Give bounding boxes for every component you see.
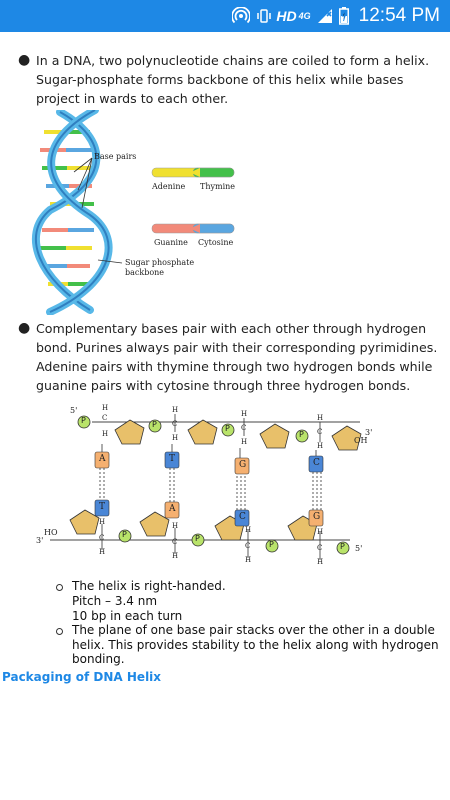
carbon-label: C: [245, 542, 251, 550]
sub-item-stacking-line3: bonding.: [72, 652, 125, 666]
sub-item-stacking-line1: The plane of one base pair stacks over t…: [72, 623, 435, 637]
vibrate-icon: [256, 8, 272, 24]
hydrogen-label: H: [317, 558, 324, 566]
paragraph-helix: In a DNA, two polynucleotide chains are …: [36, 53, 430, 106]
hydrogen-label: H: [99, 518, 106, 526]
carbon-label: C: [317, 428, 323, 436]
hydrogen-label: H: [102, 430, 109, 438]
bottom-base-1: T: [99, 502, 106, 512]
sub-item-helix-line2: Pitch – 3.4 nm: [72, 594, 158, 608]
label-backbone-line1: Sugar phosphate: [125, 258, 195, 267]
hydrogen-label: H: [317, 414, 324, 422]
top-base-2: T: [169, 454, 176, 464]
hydrogen-label: H: [99, 548, 106, 556]
status-bar: HD 4G 12:54 PM: [0, 0, 450, 32]
hydrogen-label: H: [172, 406, 179, 414]
label-thymine: Thymine: [200, 182, 236, 191]
label-ho: HO: [44, 528, 58, 537]
top-base-4: C: [313, 458, 320, 468]
sub-bullet-marker: [56, 628, 63, 635]
hydrogen-label: H: [317, 528, 324, 536]
hydrogen-label: H: [241, 438, 248, 446]
carbon-label: C: [99, 534, 105, 542]
top-base-3: G: [239, 460, 247, 470]
carbon-label: C: [241, 424, 247, 432]
phosphate-label: P: [195, 534, 200, 543]
section-title-packaging[interactable]: Packaging of DNA Helix: [2, 670, 162, 684]
label-guanine: Guanine: [154, 238, 188, 247]
clock-time: 12:54 PM: [358, 5, 440, 26]
network-type-label: HD: [276, 8, 297, 24]
label-oh: OH: [354, 436, 368, 445]
carbon-label: C: [172, 420, 178, 428]
label-3prime-top: 3': [365, 428, 373, 437]
dna-helix-figure: Base pairs Adenine Thymine Guanine Cytos…: [30, 106, 250, 316]
bottom-base-2: A: [169, 504, 176, 514]
hydrogen-label: H: [172, 434, 179, 442]
label-base-pairs: Base pairs: [94, 152, 137, 161]
label-5prime-bottom: 5': [355, 544, 363, 553]
phosphate-label: P: [152, 420, 157, 429]
sub-item-stacking-line2: helix. This provides stability to the he…: [72, 638, 439, 652]
hydrogen-label: H: [245, 526, 252, 534]
sub-item-helix-line1: The helix is right-handed.: [72, 579, 226, 593]
cell-signal-icon: [317, 8, 333, 24]
bullet-marker: ●: [18, 320, 31, 336]
bottom-base-4: G: [313, 512, 321, 522]
hydrogen-label: H: [245, 556, 252, 564]
sub-bullet-marker: [56, 584, 63, 591]
label-backbone-line2: backbone: [125, 268, 165, 277]
hydrogen-label: H: [317, 442, 324, 450]
carbon-label: C: [172, 538, 178, 546]
sub-item-helix-line3: 10 bp in each turn: [72, 609, 183, 623]
paragraph-base-pairing: Complementary bases pair with each other…: [36, 321, 438, 393]
phosphate-label: P: [225, 424, 230, 433]
phosphate-label: P: [81, 416, 86, 425]
label-adenine: Adenine: [152, 182, 186, 191]
label-3prime-bottom: 3': [36, 536, 44, 545]
bottom-base-3: C: [239, 512, 246, 522]
hydrogen-label: H: [241, 410, 248, 418]
phosphate-label: P: [299, 430, 304, 439]
label-5prime-top: 5': [70, 406, 78, 415]
label-cytosine: Cytosine: [198, 238, 234, 247]
phosphate-label: P: [269, 540, 274, 549]
bullet-marker: ●: [18, 52, 31, 68]
hydrogen-label: H: [172, 552, 179, 560]
hotspot-icon: [232, 7, 251, 25]
hydrogen-label: H: [102, 404, 109, 412]
top-base-1: A: [99, 454, 106, 464]
carbon-label: C: [102, 414, 108, 422]
phosphate-label: P: [340, 542, 345, 551]
base-pairing-figure: A T G C T A C G P P P P P P P P 5' 3' OH…: [30, 400, 380, 572]
hydrogen-label: H: [172, 522, 179, 530]
carbon-label: C: [317, 544, 323, 552]
signal-type-label: 4G: [298, 11, 311, 21]
phosphate-label: P: [122, 530, 127, 539]
battery-icon: [338, 7, 349, 25]
